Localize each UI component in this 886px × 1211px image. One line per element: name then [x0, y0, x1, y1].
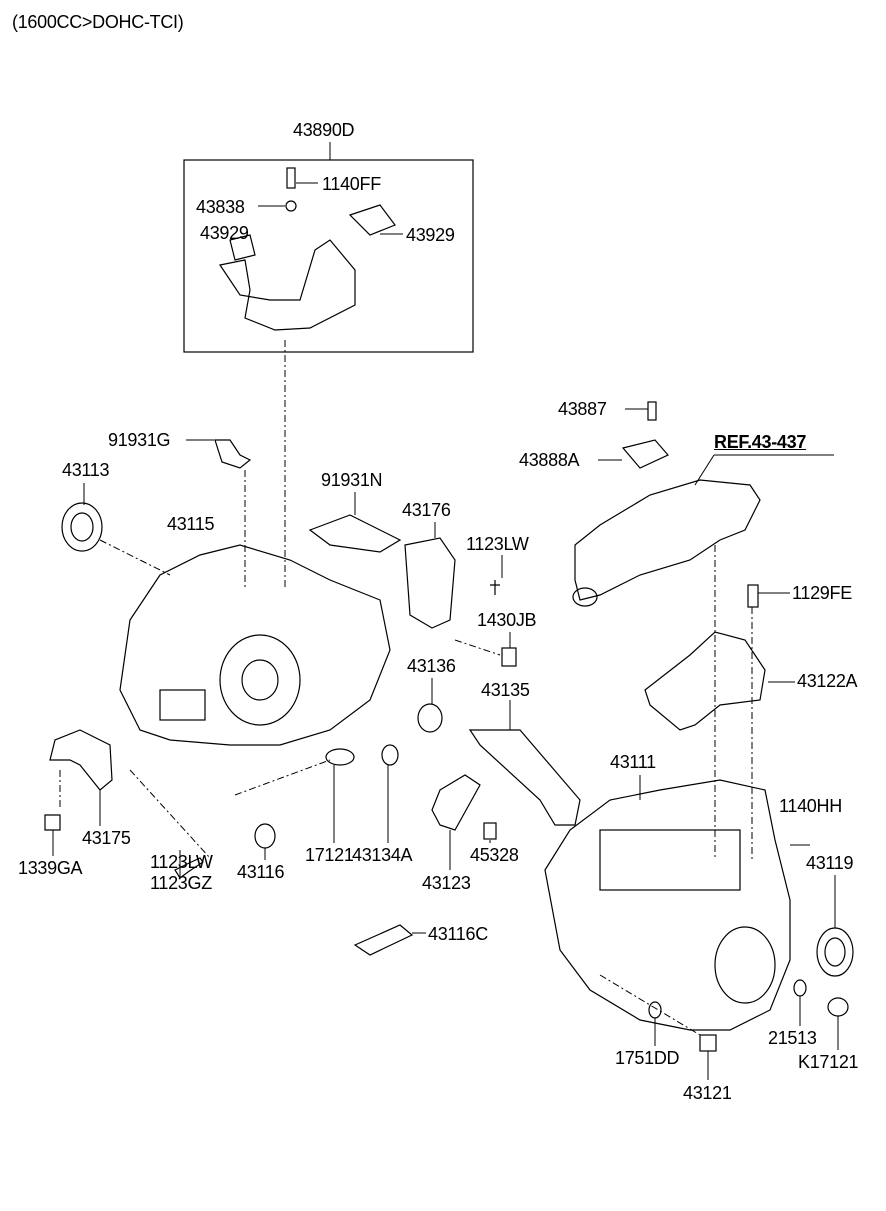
part-label: 43116C	[428, 924, 488, 944]
part-label: 43887	[558, 399, 607, 419]
transmission-case	[544, 779, 791, 1031]
part-label: 1339GA	[18, 858, 83, 878]
part-label: 43111	[610, 752, 656, 772]
part-label: 43119	[806, 853, 854, 873]
shift-bracket	[219, 239, 356, 331]
part-label: 21513	[768, 1028, 817, 1048]
reference-label: REF.43-437	[714, 432, 807, 452]
part-label: 1123LW	[466, 534, 529, 554]
part-label: 43134A	[352, 845, 413, 865]
part-label: 1129FE	[792, 583, 852, 603]
oil-seal-43113	[61, 502, 103, 552]
part-label: 43115	[167, 514, 215, 534]
part-label: 91931N	[321, 470, 383, 490]
assembly-box	[183, 159, 474, 353]
part-label: 43929	[200, 223, 249, 243]
pin-1430JB	[501, 647, 517, 667]
part-label: 43838	[196, 197, 245, 217]
part-label: 43135	[481, 680, 530, 700]
part-label: 43113	[62, 460, 110, 480]
part-label: 1123GZ	[150, 873, 212, 893]
part-label: 43890D	[293, 120, 355, 140]
part-label: 91931G	[108, 430, 171, 450]
part-label: 1140HH	[779, 796, 842, 816]
part-label: 43121	[683, 1083, 732, 1103]
part-label: 17121	[305, 845, 354, 865]
part-label: 43888A	[519, 450, 580, 470]
part-label: 1123LW	[150, 852, 213, 872]
part-label: 43116	[237, 862, 285, 882]
shift-control-ref	[574, 479, 761, 601]
part-label: 1430JB	[477, 610, 537, 630]
clutch-housing	[119, 544, 391, 746]
part-label: 43123	[422, 873, 471, 893]
diagram-title: (1600CC>DOHC-TCI)	[12, 12, 184, 32]
part-label: 45328	[470, 845, 519, 865]
part-label: 43122A	[797, 671, 858, 691]
part-label: K17121	[798, 1052, 859, 1072]
part-label: 43176	[402, 500, 451, 520]
part-label: 1140FF	[322, 174, 381, 194]
part-label: 43136	[407, 656, 456, 676]
part-label: 1751DD	[615, 1048, 680, 1068]
bolt-icon	[286, 167, 296, 189]
nut-icon	[285, 200, 297, 212]
part-label: 43929	[406, 225, 455, 245]
part-label: 43175	[82, 828, 131, 848]
